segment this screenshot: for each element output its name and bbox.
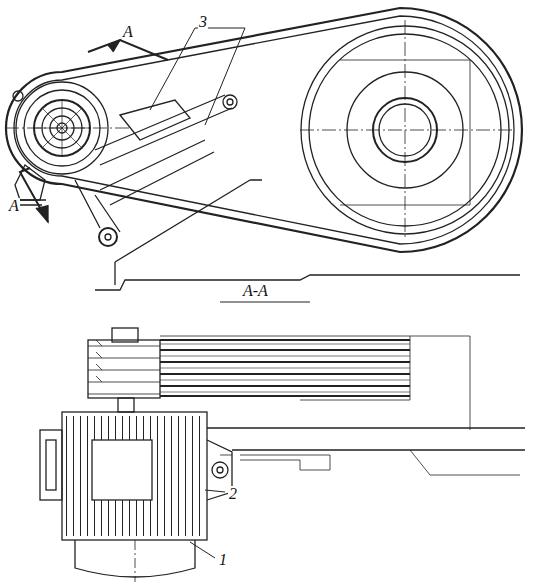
section-letter: А [122,24,134,40]
section-title: А-А [242,283,269,299]
callout-number: 1 [218,552,228,568]
callout-number: 3 [198,14,208,30]
section-letter: А [8,198,20,214]
callout-number: 2 [228,486,238,502]
